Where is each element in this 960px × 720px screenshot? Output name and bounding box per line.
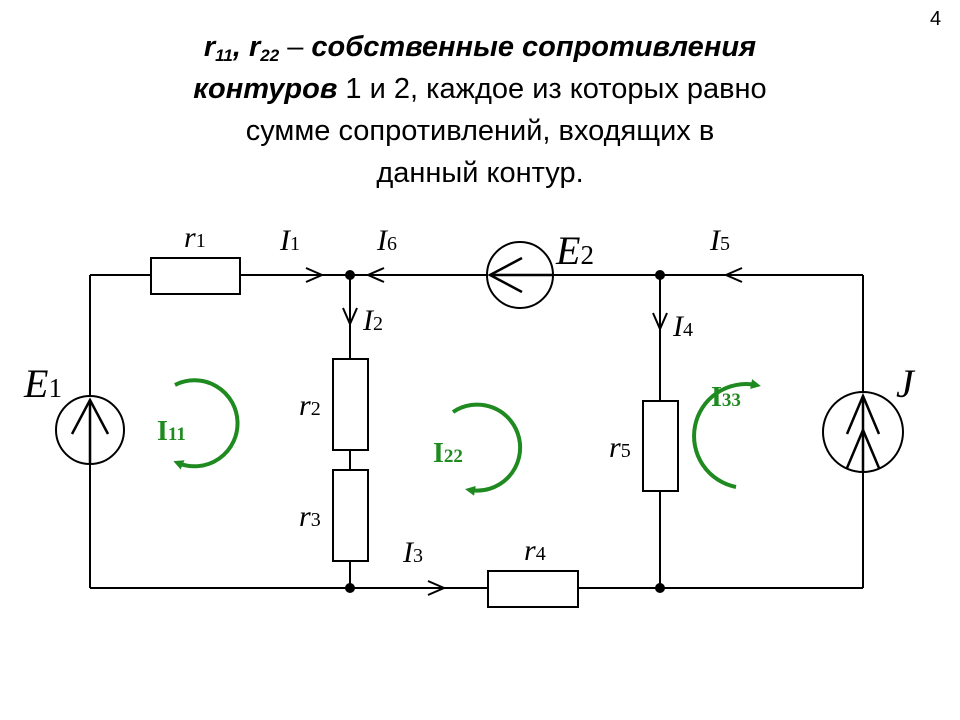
resistor-r3 bbox=[332, 469, 369, 562]
r22-symbol: r22 bbox=[248, 31, 280, 65]
heading-line-2: контуров 1 и 2, каждое из которых равно bbox=[40, 68, 920, 110]
label-r1: r1 bbox=[184, 221, 206, 254]
label-r2: r2 bbox=[299, 389, 321, 422]
label-loop-i11: I11 bbox=[157, 416, 186, 447]
loop-arrow-i22 bbox=[451, 402, 523, 496]
label-r4: r4 bbox=[524, 534, 546, 567]
node-bottom-left bbox=[345, 583, 355, 593]
resistor-r2 bbox=[332, 358, 369, 451]
heading-bold-1: собственные сопротивления bbox=[311, 31, 757, 63]
resistor-r5 bbox=[642, 400, 679, 492]
heading-separator: , bbox=[232, 31, 249, 63]
label-loop-i33: I33 bbox=[711, 382, 741, 413]
label-i2: I2 bbox=[362, 304, 383, 337]
label-j: J bbox=[896, 361, 916, 406]
label-e1: E1 bbox=[23, 361, 62, 406]
arrow-i5 bbox=[723, 267, 743, 283]
arrow-i2 bbox=[342, 307, 358, 327]
resistor-r1 bbox=[150, 257, 241, 295]
resistor-r4 bbox=[487, 570, 579, 608]
emf-source-e2 bbox=[486, 241, 554, 309]
heading-bold-2: контуров bbox=[193, 73, 338, 105]
emf-source-e1 bbox=[55, 395, 125, 465]
heading-dash: – bbox=[279, 31, 312, 63]
heading-line-1: r11, r22 – собственные сопротивления bbox=[40, 26, 920, 68]
arrow-i1 bbox=[305, 267, 325, 283]
node-bottom-right bbox=[655, 583, 665, 593]
arrow-i6 bbox=[365, 267, 385, 283]
arrow-i4 bbox=[652, 312, 668, 332]
label-e2: E2 bbox=[555, 228, 594, 273]
label-r3: r3 bbox=[299, 500, 321, 533]
page-number: 4 bbox=[930, 8, 942, 30]
heading-rest-2: 1 и 2, каждое из которых равно bbox=[337, 73, 767, 105]
current-source-j bbox=[822, 391, 904, 473]
heading-line-4: данный контур. bbox=[376, 157, 584, 189]
label-i6: I6 bbox=[376, 224, 397, 257]
label-loop-i22: I22 bbox=[433, 438, 463, 469]
r11-symbol: r11 bbox=[203, 31, 233, 65]
circuit-wires bbox=[89, 274, 864, 589]
heading-text: r11, r22 – собственные сопротивления кон… bbox=[40, 26, 920, 194]
label-r5: r5 bbox=[609, 431, 631, 464]
heading-line-3: сумме сопротивлений, входящих в bbox=[245, 115, 715, 147]
label-i3: I3 bbox=[402, 536, 423, 569]
loop-arrow-i33 bbox=[692, 379, 761, 489]
label-i1: I1 bbox=[279, 224, 300, 257]
node-top-left bbox=[345, 270, 355, 280]
arrow-i3 bbox=[427, 580, 447, 596]
loop-arrow-i11 bbox=[173, 378, 240, 470]
node-top-right bbox=[655, 270, 665, 280]
label-i4: I4 bbox=[672, 310, 693, 343]
label-i5: I5 bbox=[709, 224, 730, 257]
